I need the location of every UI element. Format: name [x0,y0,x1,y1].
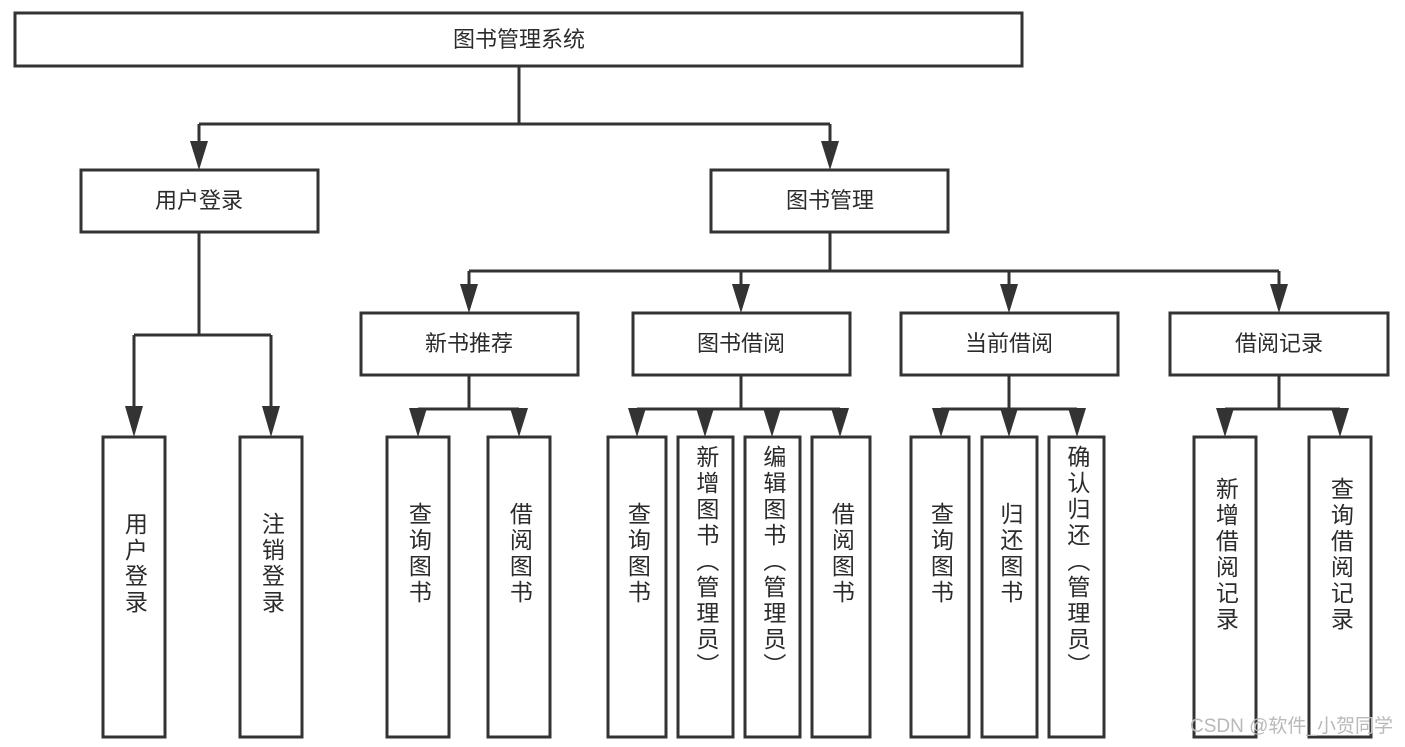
arrow-head-new-book [460,284,478,313]
node-book-borrow[interactable] [631,311,852,377]
arrow-head-leaf-bb-lend [831,408,849,437]
node-book-management-label: 图书管理 [786,188,874,213]
node-current-borrow[interactable] [899,311,1120,377]
arrow-head-leaf-bb-query [628,408,646,437]
arrow-head-leaf-cb-return [1000,408,1018,437]
arrow-head-book-borrow [732,284,750,313]
arrow-head-current-borrow [1000,284,1018,313]
arrow-head-leaf-nb-borrow [510,408,528,437]
node-root-label: 图书管理系统 [453,27,585,52]
arrow-head-leaf-bb-add [696,408,714,437]
node-user-login-label: 用户登录 [155,188,243,213]
node-book-management[interactable] [709,168,950,234]
arrow-head-user-login [190,141,208,170]
arrow-head-leaf-nb-query [409,408,427,437]
arrow-head-leaf-br-add [1216,408,1234,437]
arrow-head-borrow-record [1270,284,1288,313]
node-book-borrow-label: 图书借阅 [697,331,785,356]
node-leaf-cb-return-book[interactable] [980,435,1039,739]
arrow-head-book-mgmt [821,141,839,170]
node-leaf-br-add-record[interactable] [1192,435,1258,739]
connector-layer [125,66,1349,437]
node-root-book-management-system[interactable] [13,11,1024,68]
node-new-book-recommend[interactable] [359,311,580,377]
node-leaf-user-login[interactable] [101,435,167,739]
node-user-login[interactable] [79,168,320,234]
arrow-head-leaf-br-query [1331,408,1349,437]
node-leaf-br-query-record[interactable] [1307,435,1373,739]
arrow-head-leaf-cb-confirm [1068,408,1086,437]
node-leaf-bb-query-book[interactable] [606,435,668,739]
arrow-head-leaf-user-login [125,406,143,437]
node-current-borrow-label: 当前借阅 [965,331,1053,356]
arrow-head-leaf-bb-edit [763,408,781,437]
node-leaf-cb-confirm-return[interactable] [1047,435,1106,739]
node-leaf-bb-lend-book[interactable] [810,435,872,739]
node-leaf-cb-query-book[interactable] [909,435,971,739]
node-layer: 图书管理系统 用户登录 图书管理 新书推荐 图书借阅 当前借阅 借阅记录 [13,11,1390,739]
node-leaf-bb-add-book[interactable] [676,435,735,739]
node-leaf-nb-query-book[interactable] [385,435,451,739]
node-leaf-bb-edit-book[interactable] [743,435,802,739]
arrow-head-leaf-cb-query [932,408,950,437]
node-leaf-logout[interactable] [238,435,304,739]
node-borrow-record[interactable] [1168,311,1390,377]
node-new-book-recommend-label: 新书推荐 [425,331,513,356]
csdn-watermark: CSDN @软件_小贺同学 [1190,716,1393,737]
node-leaf-nb-borrow-book[interactable] [486,435,552,739]
node-borrow-record-label: 借阅记录 [1235,331,1323,356]
arrow-head-leaf-logout [262,406,280,437]
